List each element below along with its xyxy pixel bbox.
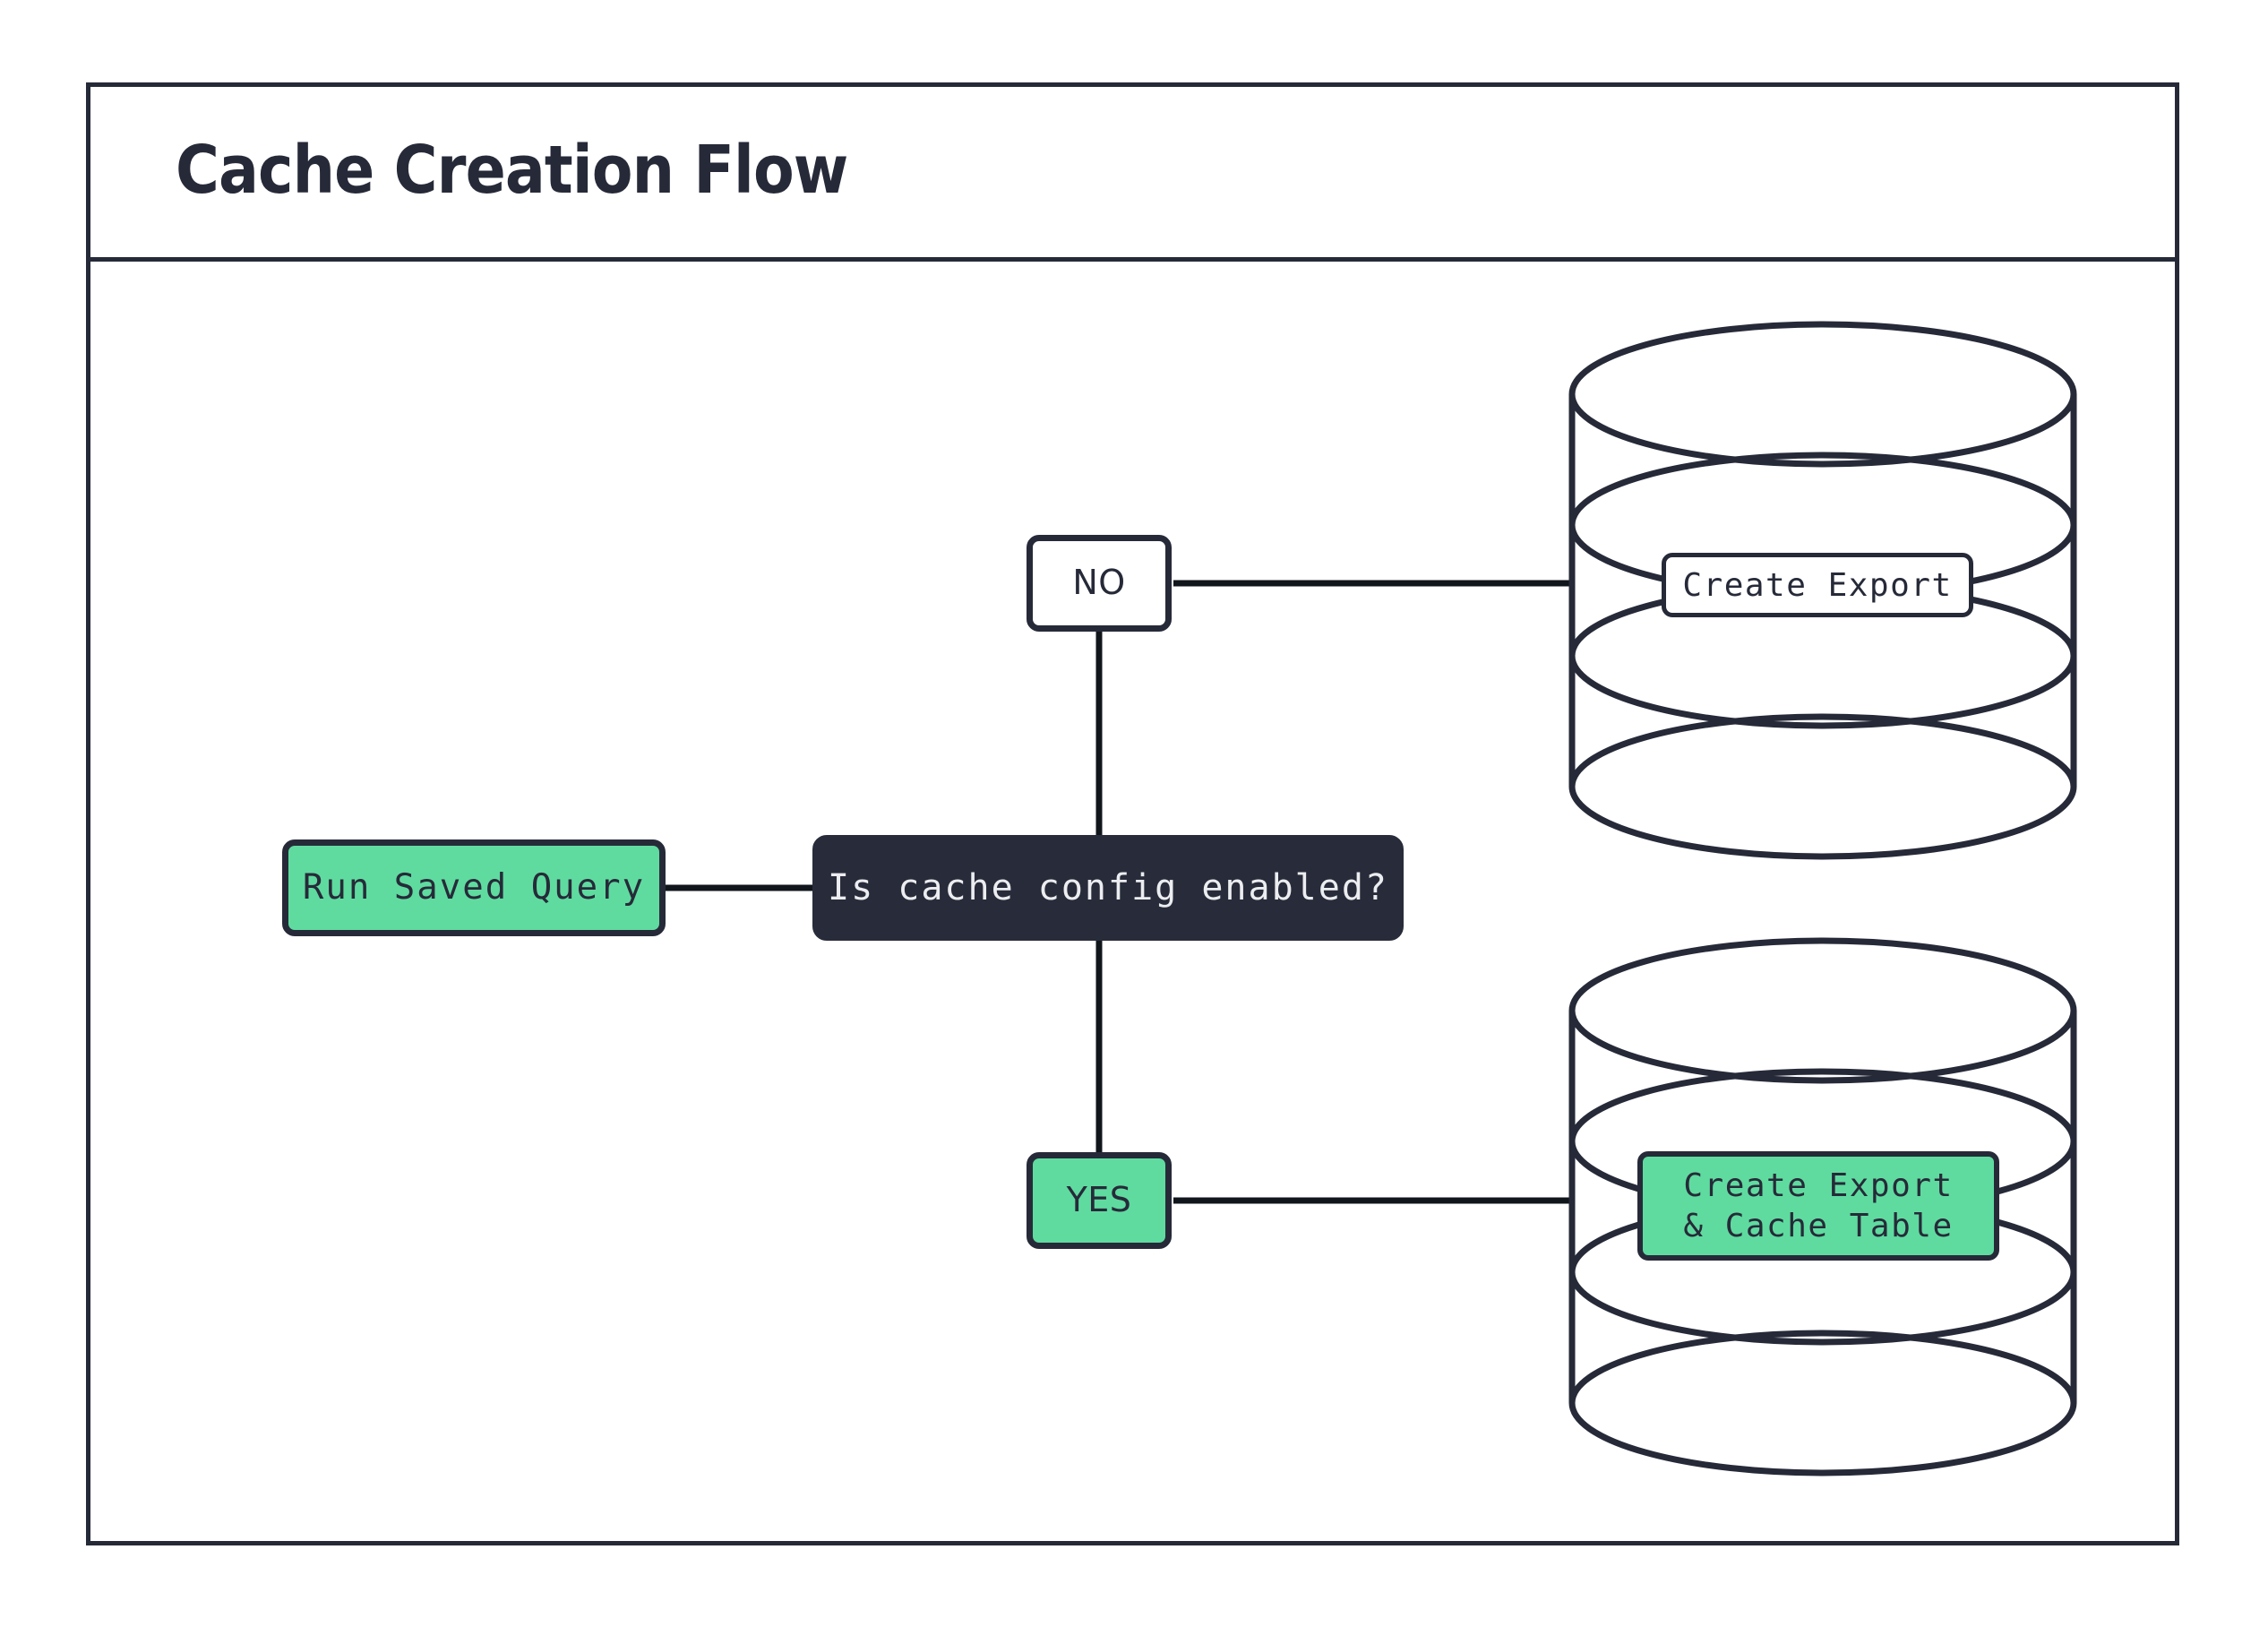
node-decision-is-cache-config-enabled[interactable]: Is cache config enabled?: [812, 835, 1404, 941]
node-create-export-and-cache-table[interactable]: Create Export & Cache Table: [1637, 1151, 1999, 1261]
node-branch-yes[interactable]: YES: [1027, 1152, 1172, 1249]
node-run-saved-query[interactable]: Run Saved Query: [282, 839, 666, 936]
page-title: Cache Creation Flow: [176, 131, 848, 209]
diagram-frame: [86, 82, 2179, 1545]
diagram-header: Cache Creation Flow: [86, 82, 2179, 262]
node-create-export[interactable]: Create Export: [1662, 553, 1973, 617]
node-create-export-cache-line2: & Cache Table: [1683, 1208, 1954, 1244]
node-branch-no[interactable]: NO: [1027, 535, 1172, 632]
node-create-export-cache-line1: Create Export: [1683, 1167, 1954, 1204]
